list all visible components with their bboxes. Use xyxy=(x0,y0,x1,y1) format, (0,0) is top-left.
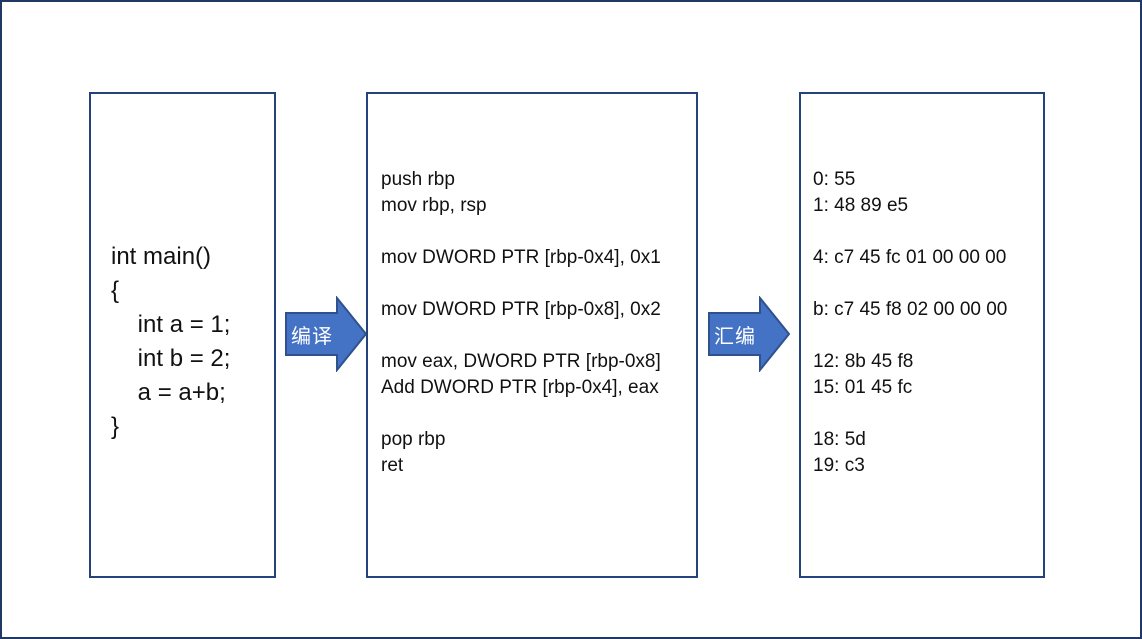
machine-code-box: 0: 55 1: 48 89 e5 4: c7 45 fc 01 00 00 00… xyxy=(799,92,1045,578)
code-line: 12: 8b 45 f8 xyxy=(813,351,914,372)
code-line: int a = 1; xyxy=(111,311,231,338)
code-line xyxy=(813,219,1043,245)
compile-arrow: 编译 xyxy=(285,296,368,372)
code-line: 15: 01 45 fc xyxy=(813,377,913,398)
code-line xyxy=(381,219,696,245)
right-arrow-icon xyxy=(285,296,368,372)
code-line: 0: 55 xyxy=(813,169,856,190)
code-line: push rbp xyxy=(381,169,455,190)
assemble-arrow: 汇编 xyxy=(708,296,791,372)
code-line: mov DWORD PTR [rbp-0x8], 0x2 xyxy=(381,299,661,320)
code-line: mov eax, DWORD PTR [rbp-0x8] xyxy=(381,351,661,372)
code-line: mov rbp, rsp xyxy=(381,195,487,216)
code-line xyxy=(381,401,696,427)
code-line: Add DWORD PTR [rbp-0x4], eax xyxy=(381,377,659,398)
code-line: } xyxy=(111,413,120,440)
compile-arrow-label: 编译 xyxy=(291,325,333,348)
assemble-arrow-label: 汇编 xyxy=(714,325,756,348)
right-arrow-icon xyxy=(708,296,791,372)
code-line: 4: c7 45 fc 01 00 00 00 xyxy=(813,247,1007,268)
code-line: 1: 48 89 e5 xyxy=(813,195,909,216)
code-line xyxy=(381,323,696,349)
code-line: b: c7 45 f8 02 00 00 00 xyxy=(813,299,1008,320)
code-line: pop rbp xyxy=(381,429,446,450)
source-code-box: int main() { int a = 1; int b = 2; a = a+… xyxy=(89,92,276,578)
code-line: 18: 5d xyxy=(813,429,866,450)
code-line: mov DWORD PTR [rbp-0x4], 0x1 xyxy=(381,247,661,268)
code-line xyxy=(813,323,1043,349)
code-line: ret xyxy=(381,455,404,476)
code-line xyxy=(381,271,696,297)
code-line: a = a+b; xyxy=(111,379,226,406)
code-line xyxy=(813,401,1043,427)
code-line: 19: c3 xyxy=(813,455,865,476)
assembly-code-box: push rbp mov rbp, rsp mov DWORD PTR [rbp-… xyxy=(366,92,698,578)
code-line: int b = 2; xyxy=(111,345,231,372)
code-line: int main() xyxy=(111,243,212,270)
code-line: { xyxy=(111,277,120,304)
code-line xyxy=(813,271,1043,297)
